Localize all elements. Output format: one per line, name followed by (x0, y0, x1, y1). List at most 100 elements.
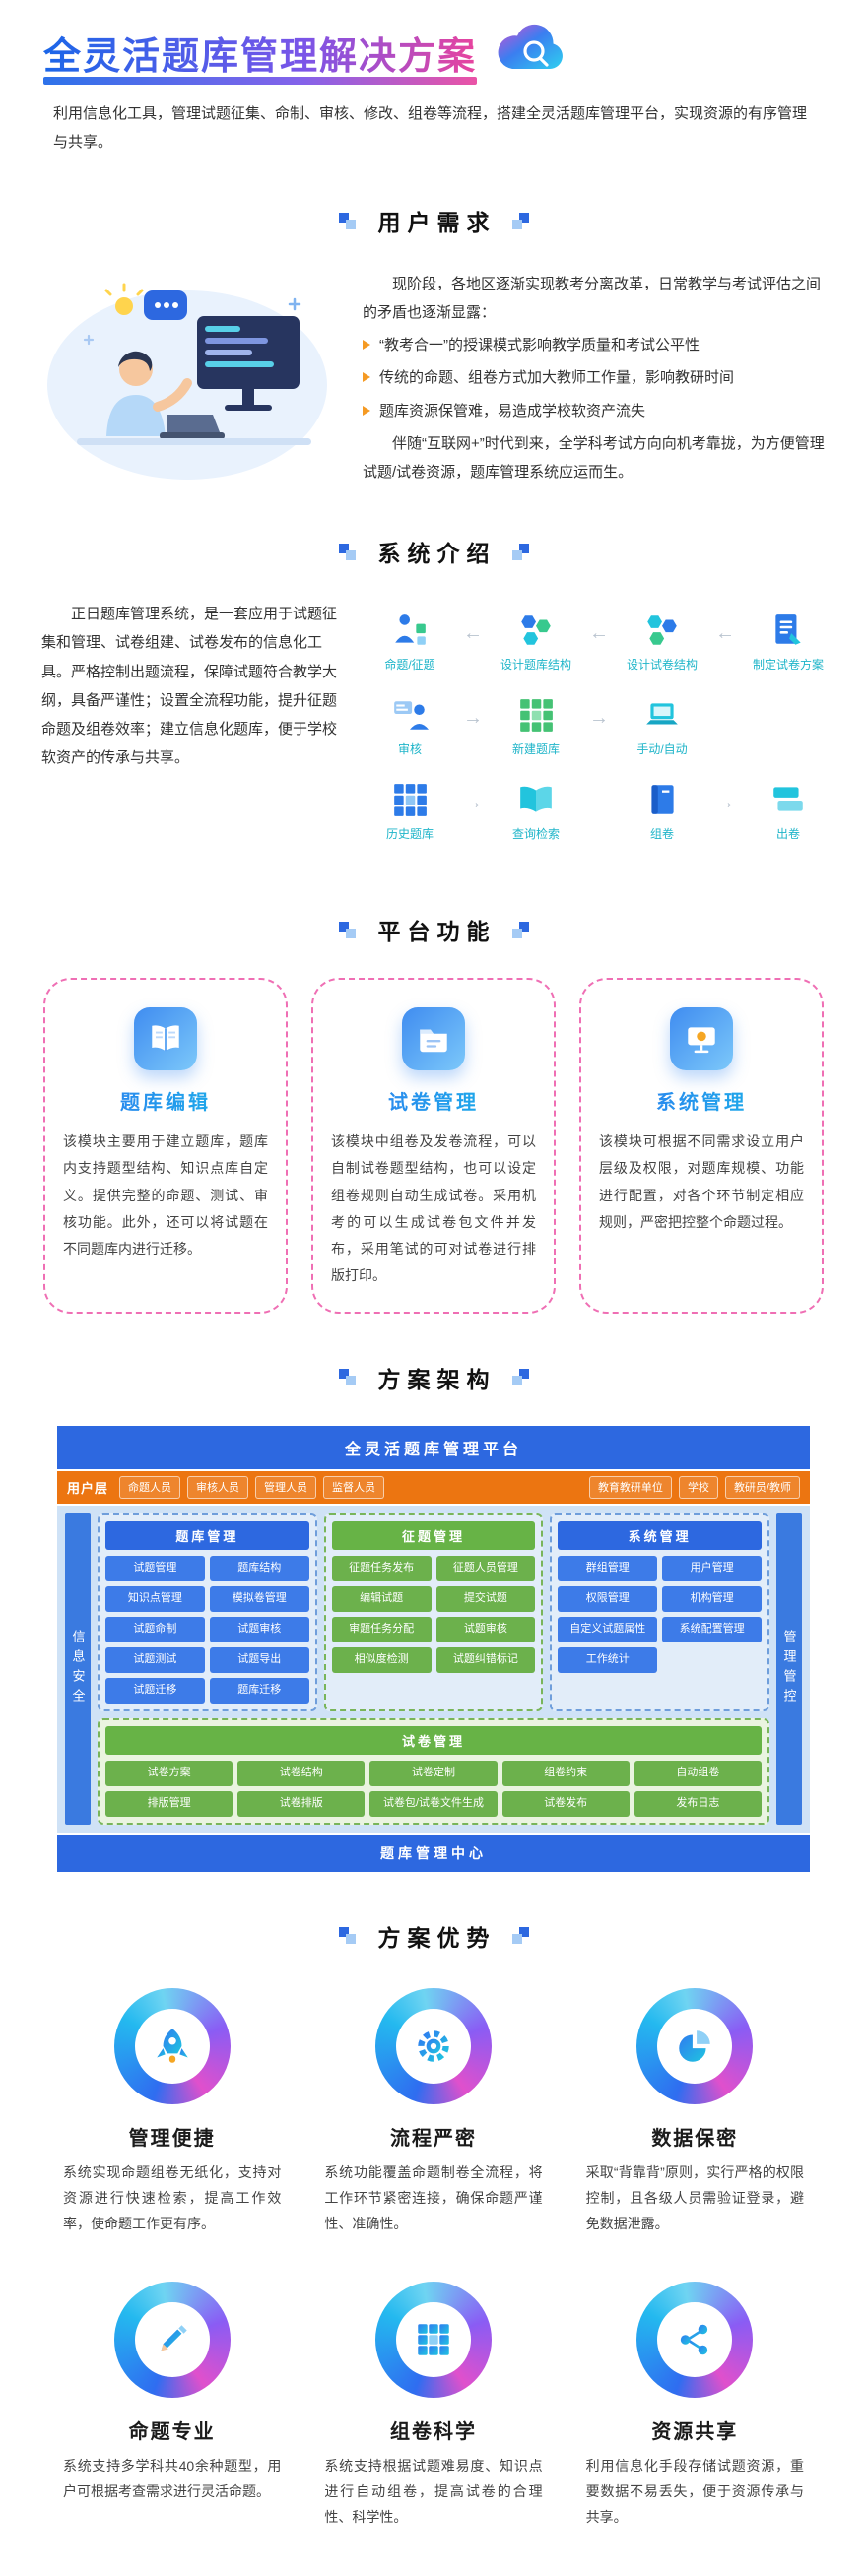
bullet-text: “教考合一”的授课模式影响教学质量和考试公平性 (379, 337, 700, 354)
square-decoration-icon (338, 921, 356, 938)
arrow-right-icon: → (589, 706, 609, 729)
flow-row-1: 命题/征题 ← 设计题库结构 ← 设计试卷结构 ← 制定试 (363, 612, 835, 673)
hexagon-structure-icon (521, 615, 551, 645)
gradient-ring (374, 1987, 492, 2104)
arch-org-pill: 学校 (678, 1475, 718, 1499)
section-heading: 方案架构 (377, 1366, 497, 1392)
section-advantages: 方案优势 管理便捷 系统实现命题组卷无纸化，支持对资源进行快速检索，提高工作效率… (39, 1919, 828, 2531)
square-decoration-icon (511, 921, 529, 938)
card-paper-management: 试卷管理 该模块中组卷及发卷流程，可以自制试卷题型结构，也可以设定组卷规则自动生… (311, 978, 556, 1314)
reviewer-icon (394, 701, 429, 730)
bullet-item: 传统的命题、组卷方式加大教师工作量，影响教研时间 (363, 363, 826, 392)
advantage-scientific: 组卷科学 系统支持根据试题难易度、知识点进行自动组卷，提高试卷的合理性、科学性。 (324, 2282, 543, 2531)
advantage-management: 管理便捷 系统实现命题组卷无纸化，支持对资源进行快速检索，提高工作效率，使命题工… (63, 1987, 282, 2237)
user-needs-body: 现阶段，各地区逐渐实现教考分离改革，日常教学与考试评估之间的矛盾也逐渐显露： “… (39, 269, 828, 487)
cloud-icon (498, 24, 563, 70)
advantage-process: 流程严密 系统功能覆盖命题制卷全流程，将工作环节紧密连接，确保命题严谨性、准确性… (324, 1987, 543, 2237)
arch-module-button: 试卷发布 (501, 1790, 630, 1817)
arch-paper-section: 试卷管理 试卷方案试卷结构试卷定制组卷约束自动组卷排版管理试卷排版试卷包/试卷文… (98, 1717, 769, 1825)
arch-module-button: 工作统计 (558, 1646, 658, 1673)
arch-module-button: 机构管理 (662, 1585, 763, 1612)
arch-column-question-bank: 题库管理 试题管理题库结构知识点管理模拟卷管理试题命制试题审核试题测试试题导出试… (98, 1513, 317, 1711)
square-decoration-icon (338, 1369, 356, 1386)
advantage-title: 命题专业 (128, 2421, 216, 2444)
folder-icon (420, 1029, 447, 1053)
bullet-item: “教考合一”的授课模式影响教学质量和考试公平性 (363, 331, 826, 359)
arch-module-button: 征题任务发布 (331, 1555, 432, 1581)
advantage-title: 资源共享 (651, 2421, 739, 2444)
bullet-arrow-icon (363, 372, 370, 383)
arch-module-button: 排版管理 (105, 1790, 233, 1817)
advantage-text: 采取“背靠背”原则，实行严格的权限控制，且各级人员需验证登录，避免数据泄露。 (585, 2163, 804, 2231)
books-icon (773, 787, 803, 811)
system-flow-diagram: 命题/征题 ← 设计题库结构 ← 设计试卷结构 ← 制定试 (363, 600, 835, 866)
arch-column-system: 系统管理 群组管理用户管理权限管理机构管理自定义试题属性系统配置管理工作统计 (550, 1513, 770, 1711)
header: 全灵活题库管理解决方案 利用信息化工具，管理试题征集、命制、审核、修改、组卷等流… (39, 24, 828, 157)
bullet-arrow-icon (363, 405, 370, 416)
advantage-text: 利用信息化手段存储试题资源，重要数据不易丢失，便于资源传承与共享。 (585, 2458, 804, 2526)
flow-node: 新建题库 (489, 696, 583, 757)
arch-role-list: 命题人员审核人员管理人员监督人员 (119, 1475, 385, 1499)
arch-module-button: 模拟卷管理 (209, 1585, 309, 1612)
arrow-right-icon: → (715, 791, 735, 813)
arch-org-pill: 教研员/教师 (724, 1475, 800, 1499)
arch-column-grid: 征题任务发布征题人员管理编辑试题提交试题审题任务分配试题审核相似度检测试题纠错标… (331, 1555, 536, 1673)
system-intro-body: 正日题库管理系统，是一套应用于试题征集和管理、试卷组建、试卷发布的信息化工具。严… (39, 600, 828, 866)
flow-node: 组卷 (615, 781, 709, 842)
blue-grid-icon (394, 784, 427, 816)
arch-module-button: 试卷定制 (369, 1760, 498, 1786)
page-title-text: 全灵活题库管理解决方案 (43, 26, 477, 80)
arrow-right-icon: → (463, 706, 483, 729)
arch-module-button: 试卷方案 (105, 1760, 233, 1786)
section-title-advantages: 方案优势 (39, 1919, 828, 1953)
rocket-icon (156, 2028, 188, 2063)
bullet-text: 题库资源保管难，易造成学校软资产流失 (379, 402, 646, 419)
arch-org-pill: 教育教研单位 (588, 1475, 672, 1499)
advantage-text: 系统支持根据试题难易度、知识点进行自动组卷，提高试卷的合理性、科学性。 (324, 2458, 543, 2526)
arch-role-pill: 命题人员 (119, 1475, 181, 1499)
card-title: 题库编辑 (63, 1086, 268, 1115)
gradient-ring (374, 2282, 492, 2399)
platform-cards: 题库编辑 该模块主要用于建立题库，题库内支持题型结构、知识点库自定义。提供完整的… (39, 978, 828, 1314)
arch-paper-title: 试卷管理 (105, 1725, 762, 1755)
arch-module-button: 试题审核 (435, 1616, 536, 1642)
arch-column-question-collect: 征题管理 征题任务发布征题人员管理编辑试题提交试题审题任务分配试题审核相似度检测… (323, 1513, 544, 1711)
open-book-icon (520, 786, 552, 812)
flow-node: 审核 (363, 696, 457, 757)
arch-module-button: 试题导出 (209, 1646, 309, 1673)
arch-bottom-bar: 题库管理中心 (57, 1834, 810, 1872)
card-icon-wrap (402, 1007, 465, 1070)
arch-module-button: 系统配置管理 (662, 1616, 763, 1642)
hexagon-paper-icon (647, 615, 677, 645)
arch-module-button: 发布日志 (634, 1790, 762, 1817)
section-platform-features: 平台功能 题库编辑 该模块主要用于建立题库，题库内支持题型结构、知识点库自定义。… (39, 913, 828, 1314)
arch-module-button: 试卷包/试卷文件生成 (369, 1790, 498, 1817)
arrow-left-icon: ← (463, 621, 483, 644)
arch-role-pill: 审核人员 (187, 1475, 249, 1499)
flow-node: 制定试卷方案 (741, 612, 835, 673)
advantage-text: 系统功能覆盖命题制卷全流程，将工作环节紧密连接，确保命题严谨性、准确性。 (324, 2163, 543, 2231)
arch-column-title: 系统管理 (558, 1520, 763, 1550)
screen-icon (688, 1027, 715, 1054)
arch-module-button: 权限管理 (558, 1585, 658, 1612)
bullet-arrow-icon (363, 340, 370, 351)
advantage-text: 系统实现命题组卷无纸化，支持对资源进行快速检索，提高工作效率，使命题工作更有序。 (63, 2163, 282, 2231)
square-decoration-icon (511, 212, 529, 229)
square-decoration-icon (511, 1369, 529, 1386)
section-title-user-needs: 用户需求 (39, 204, 828, 237)
header-description: 利用信息化工具，管理试题征集、命制、审核、修改、组卷等流程，搭建全灵活题库管理平… (53, 105, 808, 151)
flow-row-2: 审核 → 新建题库 → 手动/自动 (363, 696, 835, 757)
arch-platform-bar: 全灵活题库管理平台 (57, 1425, 810, 1469)
square-decoration-icon (511, 1927, 529, 1945)
person-computer-illustration (47, 283, 327, 480)
flow-row-3: 历史题库 → 查询检索 组卷 → 出卷 (363, 781, 835, 842)
card-title: 系统管理 (599, 1086, 804, 1115)
flow-node: 设计题库结构 (489, 612, 583, 673)
pen-icon (161, 2325, 187, 2352)
card-question-bank-edit: 题库编辑 该模块主要用于建立题库，题库内支持题型结构、知识点库自定义。提供完整的… (43, 978, 288, 1314)
arch-column-grid: 试题管理题库结构知识点管理模拟卷管理试题命制试题审核试题测试试题导出试题迁移题库… (105, 1555, 309, 1704)
bullet-item: 题库资源保管难，易造成学校软资产流失 (363, 397, 826, 425)
arch-module-button: 群组管理 (558, 1555, 658, 1581)
arch-module-button: 试题管理 (105, 1555, 205, 1581)
